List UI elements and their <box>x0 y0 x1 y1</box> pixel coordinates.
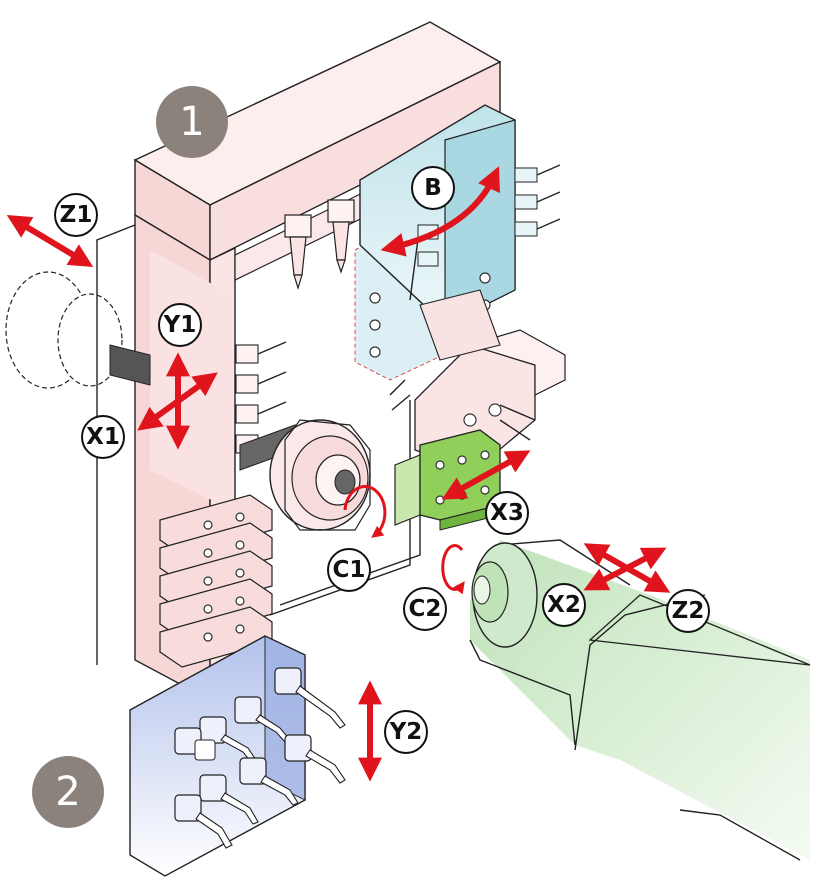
x3-arrow <box>441 450 531 500</box>
svg-text:X3: X3 <box>490 500 524 526</box>
svg-text:X1: X1 <box>86 424 120 450</box>
c2-label: C2 <box>403 587 447 631</box>
left-workpiece <box>5 271 151 389</box>
x1-label: X1 <box>81 415 125 459</box>
second-spindle <box>469 539 811 861</box>
svg-text:2: 2 <box>55 769 80 815</box>
svg-text:Y2: Y2 <box>389 719 423 745</box>
beam-drills <box>284 199 355 291</box>
svg-text:Z2: Z2 <box>672 598 705 624</box>
b-label: B <box>411 166 455 210</box>
c1-label: C1 <box>327 548 371 592</box>
z2-label: Z2 <box>666 589 710 633</box>
svg-text:Z1: Z1 <box>60 202 93 228</box>
unit-1-marker: 1 <box>156 86 228 158</box>
svg-text:C2: C2 <box>409 596 442 622</box>
x2-label: X2 <box>542 583 586 627</box>
svg-text:X2: X2 <box>547 592 581 618</box>
x3-label: X3 <box>485 491 529 535</box>
y2-label: Y2 <box>384 710 428 754</box>
z1-label: Z1 <box>54 193 98 237</box>
z2-arrow <box>583 543 671 593</box>
x1-arrow <box>137 372 218 431</box>
c2-rotation-arrow <box>441 544 465 595</box>
b-arrow <box>380 166 500 257</box>
y1-label: Y1 <box>158 303 202 347</box>
svg-text:1: 1 <box>179 99 204 145</box>
z1-arrow <box>6 215 94 267</box>
svg-text:B: B <box>424 175 442 201</box>
x3-tool-block <box>394 429 501 531</box>
lower-turret <box>129 635 346 877</box>
axis-labels: Z1 Y1 X1 B C1 X3 C2 X2 <box>54 166 710 754</box>
c1-rotation-arrow <box>343 485 387 538</box>
unit-2-marker: 2 <box>32 756 104 828</box>
motion-arrows <box>6 166 671 782</box>
lower-turret-tools <box>174 667 346 849</box>
svg-text:C1: C1 <box>333 557 366 583</box>
rotation-arrows <box>343 485 465 595</box>
svg-text:Y1: Y1 <box>163 312 197 338</box>
